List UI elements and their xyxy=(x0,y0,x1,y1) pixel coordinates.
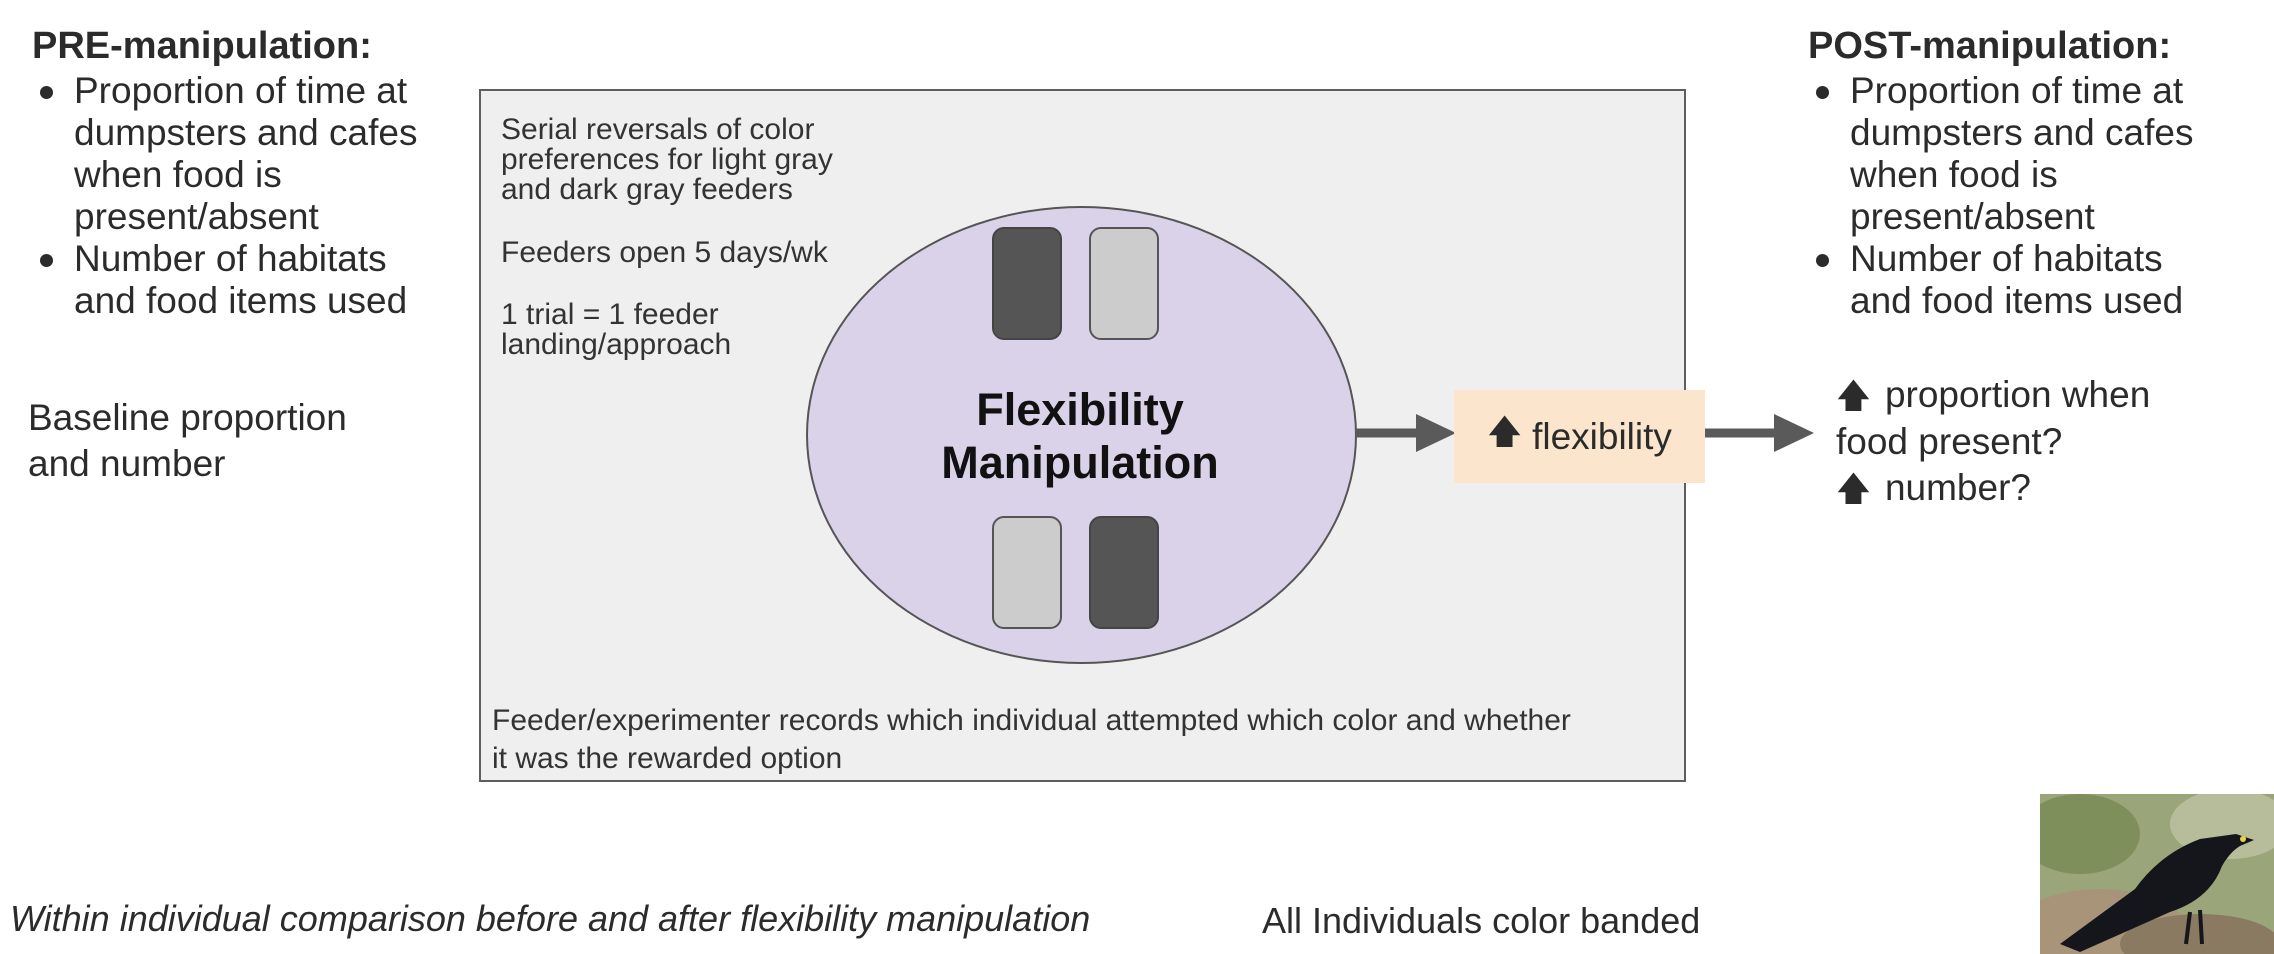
post-heading: POST-manipulation: xyxy=(1808,25,2172,67)
feeder-dark-top xyxy=(992,227,1062,340)
manipulation-title-line-1: Flexibility xyxy=(976,384,1184,435)
feeder-light-bottom xyxy=(992,516,1062,629)
feeder-light-top xyxy=(1089,227,1159,340)
up-arrow-icon: 🡅 xyxy=(1487,413,1523,451)
post-bullet-proportion: Proportion of time at dumpsters and cafe… xyxy=(1808,70,2228,238)
manipulation-title: Flexibility Manipulation xyxy=(880,383,1280,489)
note-feeders-open: Feeders open 5 days/wk xyxy=(501,236,828,269)
pre-bullet-list: Proportion of time at dumpsters and cafe… xyxy=(32,70,452,322)
baseline-line-1: Baseline proportion xyxy=(28,397,347,438)
feeder-dark-bottom xyxy=(1089,516,1159,629)
flexibility-ellipse xyxy=(806,206,1357,664)
flexibility-result-label: flexibility xyxy=(1532,415,1672,457)
pre-bullet-habitats: Number of habitats and food items used xyxy=(32,238,452,322)
baseline-label: Baseline proportion and number xyxy=(28,395,347,487)
outcome-line-2: food present? xyxy=(1836,421,2063,462)
post-outcome: 🡅proportion when food present? 🡅number? xyxy=(1836,372,2150,512)
outcome-line-1: 🡅proportion when xyxy=(1836,372,2150,419)
flexibility-result-box: 🡅 flexibility xyxy=(1454,390,1705,483)
pre-heading: PRE-manipulation: xyxy=(32,25,372,67)
note-serial-reversals: Serial reversals of color preferences fo… xyxy=(501,113,833,206)
comparison-note: Within individual comparison before and … xyxy=(10,898,1091,939)
up-arrow-icon: 🡅 xyxy=(1836,377,1871,415)
pre-bullet-proportion: Proportion of time at dumpsters and cafe… xyxy=(32,70,452,238)
banding-note: All Individuals color banded xyxy=(1262,900,1701,941)
post-bullet-habitats: Number of habitats and food items used xyxy=(1808,238,2228,322)
up-arrow-icon: 🡅 xyxy=(1836,470,1871,508)
arrow-to-result xyxy=(1356,414,1456,452)
note-trial-definition: 1 trial = 1 feeder landing/approach xyxy=(501,298,732,361)
manipulation-title-line-2: Manipulation xyxy=(941,437,1219,488)
outcome-line-3: 🡅number? xyxy=(1836,465,2150,512)
arrow-to-outcome xyxy=(1704,414,1814,452)
post-bullet-list: Proportion of time at dumpsters and cafe… xyxy=(1808,70,2228,322)
baseline-line-2: and number xyxy=(28,443,226,484)
grackle-photo xyxy=(2040,794,2274,954)
note-records: Feeder/experimenter records which indivi… xyxy=(492,704,1571,775)
